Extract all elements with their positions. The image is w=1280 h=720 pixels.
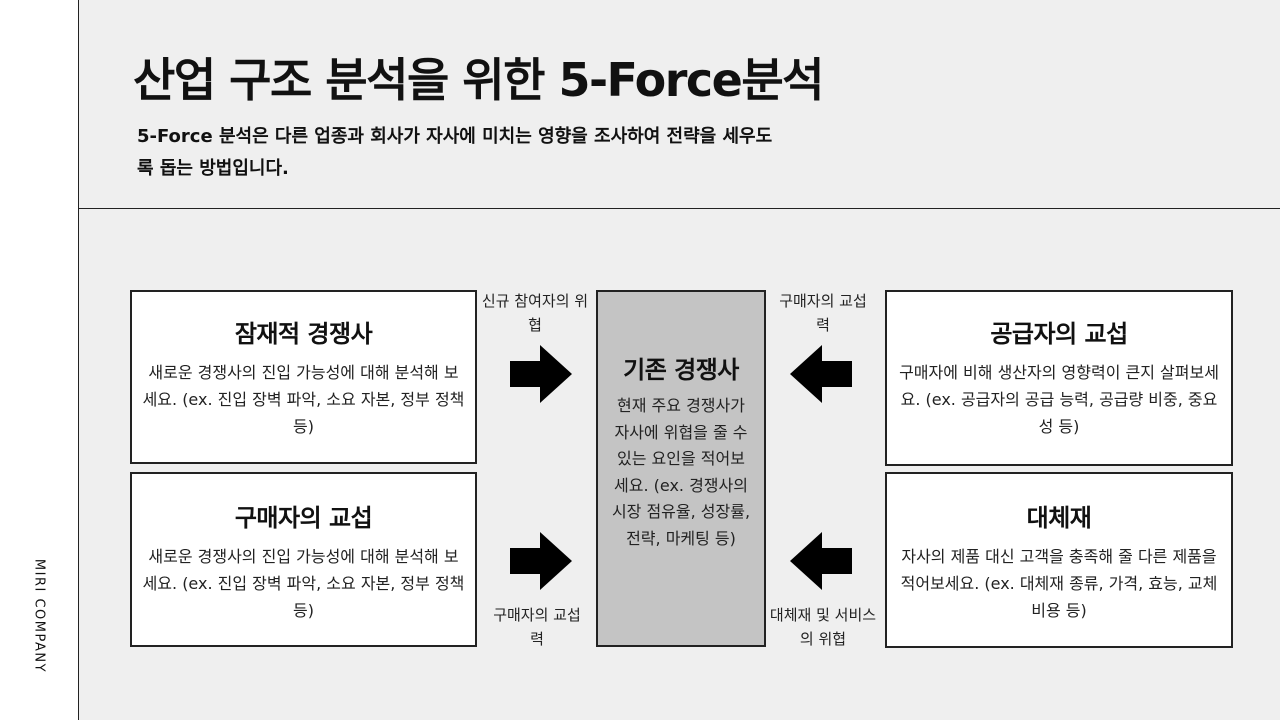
page-title: 산업 구조 분석을 위한 5-Force분석 (133, 53, 825, 107)
force-label-substitutes: 대체재 및 서비스의 위협 (769, 606, 877, 648)
potential-competitors-box: 잠재적 경쟁사 새로운 경쟁사의 진입 가능성에 대해 분석해 보세요. (ex… (130, 290, 477, 464)
box-description: 현재 주요 경쟁사가 자사에 위협을 줄 수 있는 요인을 적어보세요. (ex… (611, 396, 751, 548)
box-title: 잠재적 경쟁사 (234, 320, 373, 348)
arrow-left-icon (790, 532, 852, 590)
supplier-power-box: 공급자의 교섭 구매자에 비해 생산자의 영향력이 큰지 살펴보세요. (ex.… (885, 290, 1233, 466)
box-title: 기존 경쟁사 (623, 356, 739, 384)
arrow-right-icon (510, 345, 572, 403)
box-description: 새로운 경쟁사의 진입 가능성에 대해 분석해 보세요. (ex. 진입 장벽 … (142, 363, 465, 436)
box-title: 공급자의 교섭 (990, 320, 1128, 348)
arrow-right-icon (510, 532, 572, 590)
box-description: 새로운 경쟁사의 진입 가능성에 대해 분석해 보세요. (ex. 진입 장벽 … (142, 547, 465, 620)
force-label-new-entrants: 신규 참여자의 위협 (481, 292, 589, 334)
sidebar: MIRI COMPANY (0, 0, 79, 720)
page-subtitle: 5-Force 분석은 다른 업종과 회사가 자사에 미치는 영향을 조사하여 … (137, 126, 773, 179)
box-description: 자사의 제품 대신 고객을 충족해 줄 다른 제품을 적어보세요. (ex. 대… (900, 547, 1218, 620)
box-description: 구매자에 비해 생산자의 영향력이 큰지 살펴보세요. (ex. 공급자의 공급… (899, 363, 1219, 436)
force-label-buyer-power-top: 구매자의 교섭력 (779, 292, 867, 334)
brand-label: MIRI COMPANY (31, 558, 47, 674)
box-title: 구매자의 교섭 (234, 504, 373, 532)
box-title: 대체재 (1026, 504, 1092, 532)
substitutes-box: 대체재 자사의 제품 대신 고객을 충족해 줄 다른 제품을 적어보세요. (e… (885, 472, 1233, 648)
header-divider (78, 208, 1280, 209)
arrow-left-icon (790, 345, 852, 403)
force-label-buyer-power-bottom: 구매자의 교섭력 (493, 606, 581, 648)
buyer-power-box: 구매자의 교섭 새로운 경쟁사의 진입 가능성에 대해 분석해 보세요. (ex… (130, 472, 477, 647)
existing-competitors-box: 기존 경쟁사 현재 주요 경쟁사가 자사에 위협을 줄 수 있는 요인을 적어보… (596, 290, 766, 647)
